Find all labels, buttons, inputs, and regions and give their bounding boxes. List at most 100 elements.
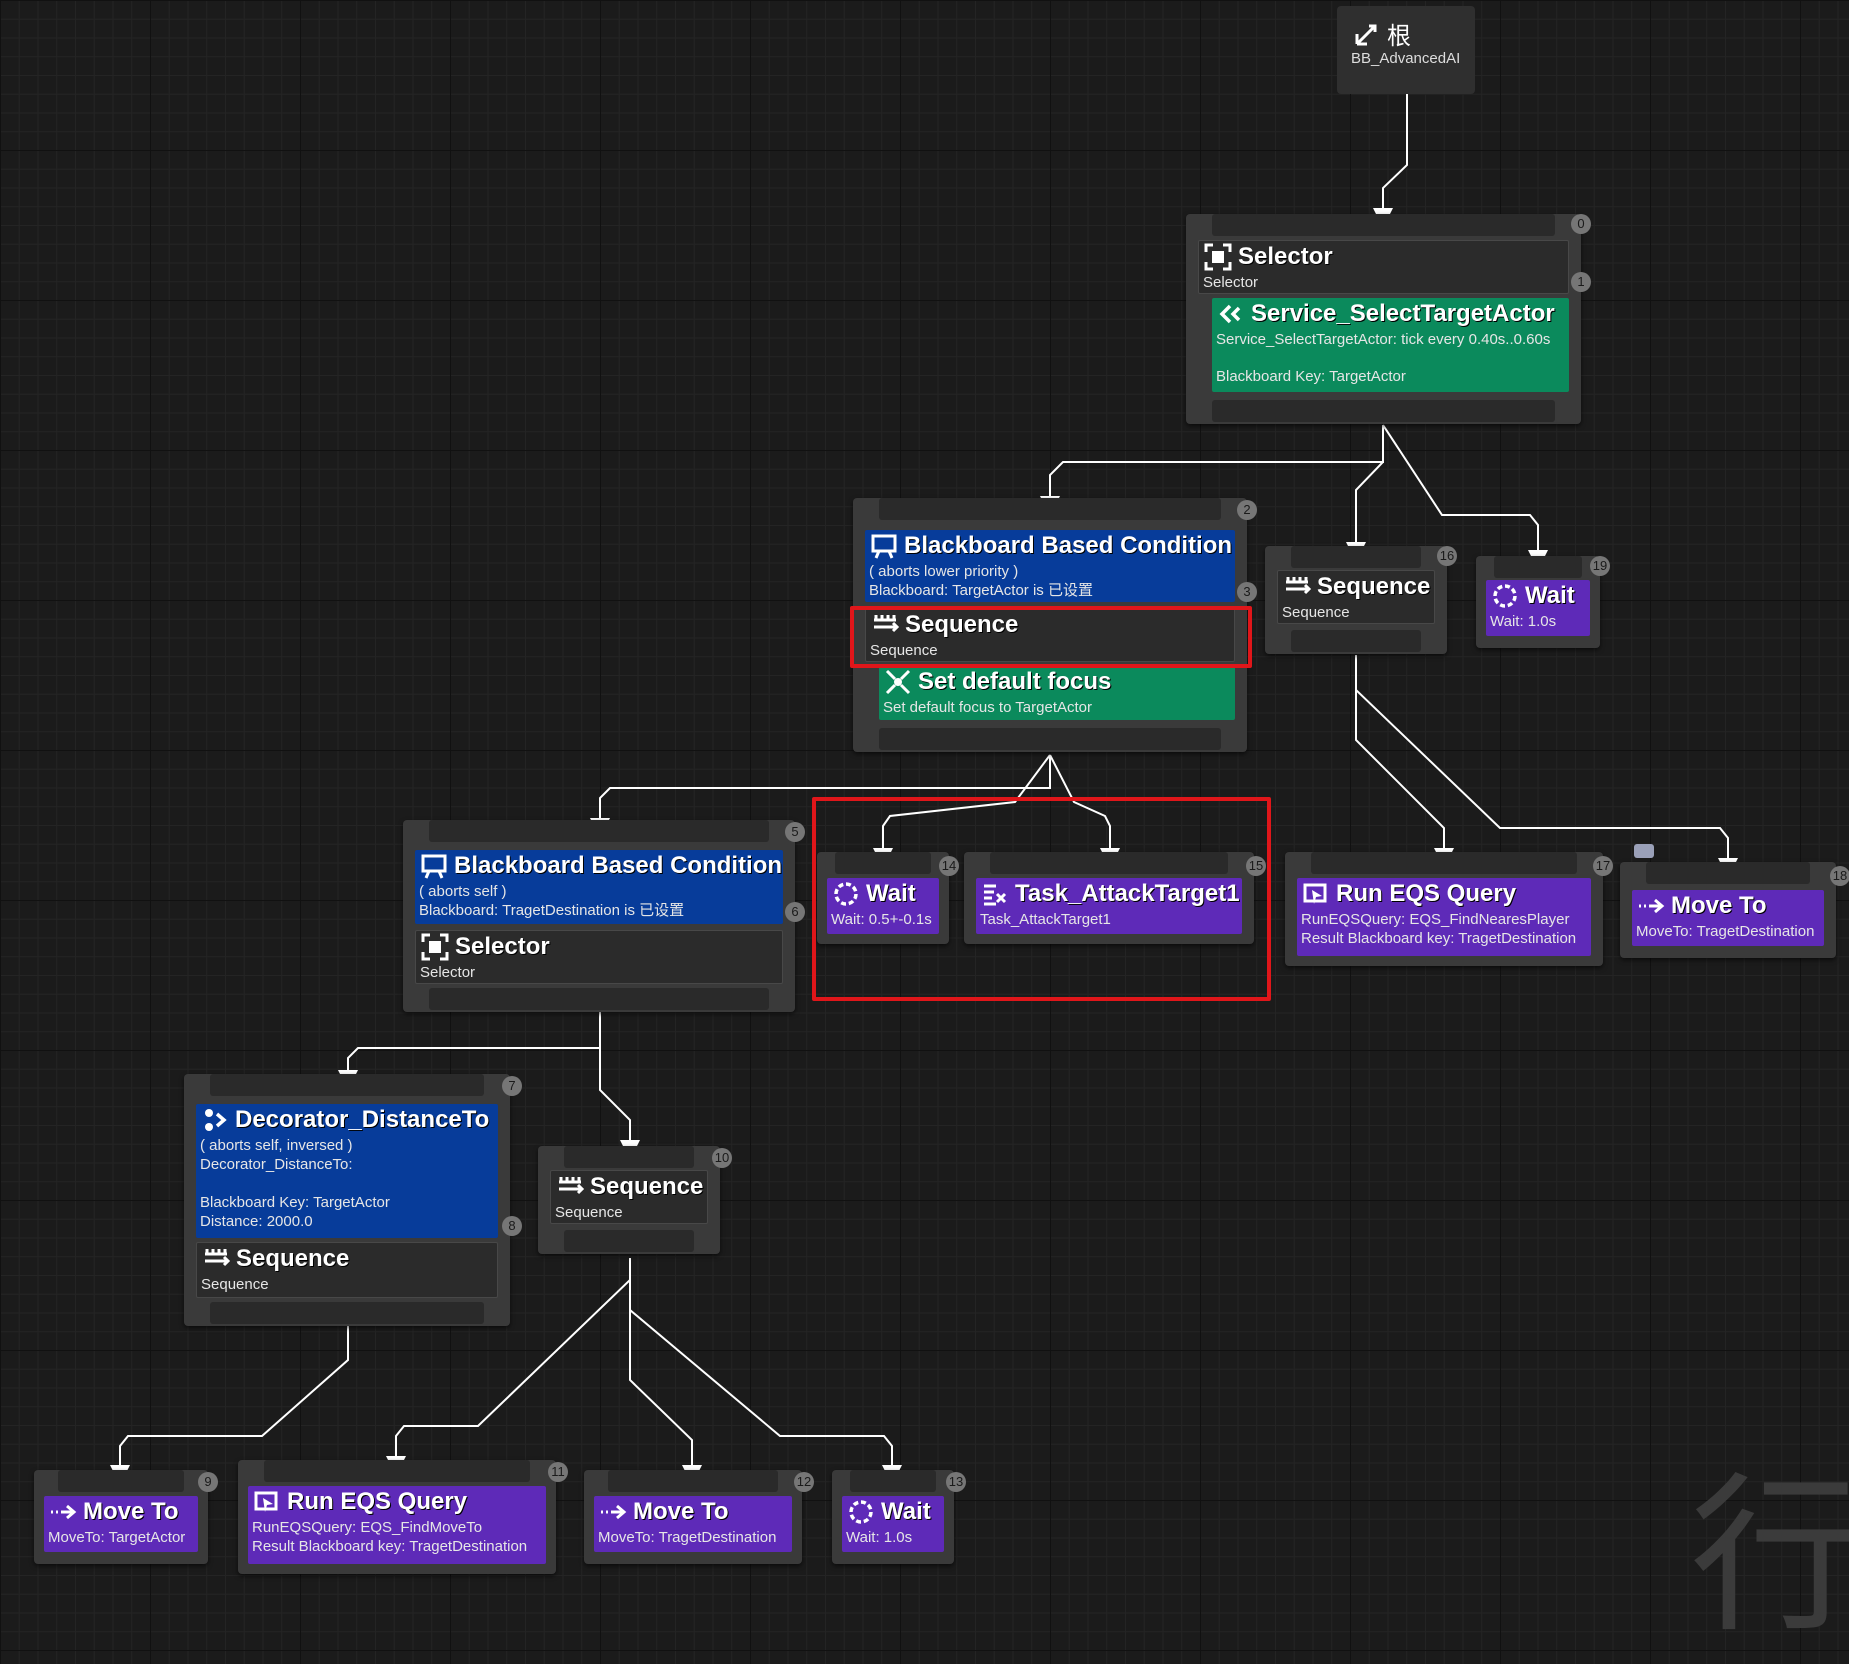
node-title: Selector (455, 933, 550, 960)
eqs-result-key: Result Blackboard key: TragetDestination (1301, 930, 1577, 947)
output-pin[interactable] (210, 1302, 484, 1324)
service-icon (1217, 300, 1245, 328)
condition-title: Blackboard Based Condition (904, 532, 1233, 559)
focus-icon (884, 668, 912, 696)
execution-index-badge: 7 (502, 1076, 522, 1096)
selector-block[interactable]: Selector Selector (1198, 240, 1569, 294)
output-pin[interactable] (429, 988, 769, 1010)
execution-index-badge: 13 (946, 1472, 966, 1492)
input-pin[interactable] (990, 852, 1228, 874)
sequence-icon (871, 611, 899, 639)
eqs-query-node-17[interactable]: Run EQS Query RunEQSQuery: EQS_FindNeare… (1285, 852, 1613, 966)
eqs-icon (1302, 880, 1330, 908)
input-pin[interactable] (1646, 862, 1810, 884)
sequence-block[interactable]: Sequence Sequence (865, 608, 1235, 662)
execution-index-badge: 14 (939, 856, 959, 876)
blackboard-condition-block[interactable]: Blackboard Based Condition ( aborts lowe… (865, 530, 1235, 602)
wait-node-14[interactable]: Wait Wait: 0.5+-0.1s 14 (817, 852, 959, 944)
wait-block[interactable]: Wait Wait: 0.5+-0.1s (827, 878, 939, 934)
input-pin[interactable] (58, 1470, 184, 1492)
output-pin[interactable] (564, 1230, 694, 1252)
wait-block[interactable]: Wait Wait: 1.0s (1486, 580, 1590, 636)
input-pin[interactable] (608, 1470, 778, 1492)
wire-bbsel-seq10 (599, 1012, 640, 1160)
eqs-query-name: RunEQSQuery: EQS_FindMoveTo (252, 1519, 483, 1536)
root-subtitle: BB_AdvancedAI (1351, 50, 1461, 67)
input-pin[interactable] (1212, 214, 1555, 236)
wire-bbcond-wait14 (873, 754, 1051, 868)
eqs-block[interactable]: Run EQS Query RunEQSQuery: EQS_FindMoveT… (248, 1486, 546, 1564)
node-title: Task_AttackTarget1 (1015, 880, 1240, 907)
wire-selector-seq16 (1346, 425, 1384, 562)
selector-node-5[interactable]: Blackboard Based Condition ( aborts self… (403, 820, 805, 1012)
node-title: Wait (1525, 582, 1575, 609)
output-pin[interactable] (1291, 630, 1421, 652)
moveto-icon (1637, 892, 1665, 920)
wire-bbcond-bbsel (590, 755, 1051, 838)
input-pin[interactable] (1291, 546, 1421, 568)
input-pin[interactable] (564, 1146, 694, 1168)
input-pin[interactable] (850, 1470, 936, 1492)
node-subtitle: Sequence (555, 1204, 623, 1221)
service-block[interactable]: Service_SelectTargetActor Service_Select… (1212, 298, 1569, 392)
node-subtitle: MoveTo: TragetDestination (1636, 923, 1815, 940)
node-subtitle: Sequence (870, 642, 938, 659)
input-pin[interactable] (429, 820, 769, 842)
execution-index-badge: 2 (1237, 500, 1257, 520)
moveto-block[interactable]: Move To MoveTo: TargetActor (44, 1496, 198, 1552)
moveto-block[interactable]: Move To MoveTo: TragetDestination (594, 1496, 792, 1552)
wait-block[interactable]: Wait Wait: 1.0s (842, 1496, 944, 1552)
sequence-node-10[interactable]: Sequence Sequence 10 (538, 1146, 732, 1254)
sequence-node-2[interactable]: Blackboard Based Condition ( aborts lowe… (853, 498, 1257, 752)
eqs-query-node-11[interactable]: Run EQS Query RunEQSQuery: EQS_FindMoveT… (238, 1460, 568, 1574)
set-focus-service-block[interactable]: Set default focus Set default focus to T… (879, 666, 1235, 720)
condition-detail: Blackboard: TragetDestination is 已设置 (419, 902, 685, 919)
node-title: Sequence (236, 1245, 350, 1272)
sequence-block[interactable]: Sequence Sequence (196, 1242, 498, 1298)
node-subtitle: MoveTo: TragetDestination (598, 1529, 777, 1546)
execution-index-badge: 5 (785, 822, 805, 842)
moveto-node-18[interactable]: Move To MoveTo: TragetDestination 18 (1620, 862, 1849, 958)
service-blackboard-key: Blackboard Key: TargetActor (1216, 368, 1406, 385)
input-pin[interactable] (264, 1460, 530, 1482)
node-subtitle: Sequence (1282, 604, 1350, 621)
sequence-block[interactable]: Sequence Sequence (550, 1170, 708, 1224)
node-title: Run EQS Query (1336, 880, 1517, 907)
sequence-node-16[interactable]: Sequence Sequence 16 (1265, 546, 1457, 654)
distance-decorator-block[interactable]: Decorator_DistanceTo ( aborts self, inve… (196, 1104, 498, 1238)
execution-index-badge: 19 (1590, 556, 1610, 576)
eqs-block[interactable]: Run EQS Query RunEQSQuery: EQS_FindNeare… (1297, 878, 1591, 956)
selector-node-0[interactable]: Selector Selector Service_SelectTargetAc… (1186, 214, 1591, 424)
moveto-node-9[interactable]: Move To MoveTo: TargetActor 9 (34, 1470, 218, 1564)
selector-block[interactable]: Selector Selector (415, 930, 783, 984)
wire-seq16-moveto18 (1355, 655, 1738, 878)
node-title: Wait (866, 880, 916, 907)
input-pin[interactable] (1311, 852, 1577, 874)
output-pin[interactable] (1212, 400, 1555, 422)
moveto-block[interactable]: Move To MoveTo: TragetDestination (1632, 890, 1824, 946)
execution-index-badge: 18 (1830, 866, 1849, 886)
wait-node-19[interactable]: Wait Wait: 1.0s 19 (1476, 556, 1610, 648)
input-pin[interactable] (1494, 556, 1582, 578)
sequence-block[interactable]: Sequence Sequence (1277, 570, 1435, 624)
task-block[interactable]: Task_AttackTarget1 Task_AttackTarget1 (976, 878, 1242, 934)
moveto-node-12[interactable]: Move To MoveTo: TragetDestination 12 (584, 1470, 814, 1564)
execution-index-badge: 0 (1571, 214, 1591, 234)
input-pin[interactable] (835, 852, 931, 874)
focus-title: Set default focus (918, 668, 1112, 695)
node-subtitle: Selector (420, 964, 476, 981)
output-pin[interactable] (879, 728, 1221, 750)
node-title: Move To (1671, 892, 1767, 919)
decorator-blackboard-key: Blackboard Key: TargetActor (200, 1194, 390, 1211)
blackboard-condition-block[interactable]: Blackboard Based Condition ( aborts self… (415, 850, 783, 924)
moveto-icon (599, 1498, 627, 1526)
comment-icon[interactable] (1634, 844, 1654, 858)
wait-node-13[interactable]: Wait Wait: 1.0s 13 (832, 1470, 966, 1564)
root-node[interactable]: 根 BB_AdvancedAI (1337, 6, 1475, 94)
input-pin[interactable] (210, 1074, 484, 1096)
watermark-text: 行 (1690, 1458, 1849, 1656)
input-pin[interactable] (879, 498, 1221, 520)
sequence-node-7[interactable]: Decorator_DistanceTo ( aborts self, inve… (184, 1074, 522, 1326)
wire-distance-moveto9 (110, 1326, 349, 1485)
attack-task-node-15[interactable]: Task_AttackTarget1 Task_AttackTarget1 15 (964, 852, 1266, 944)
